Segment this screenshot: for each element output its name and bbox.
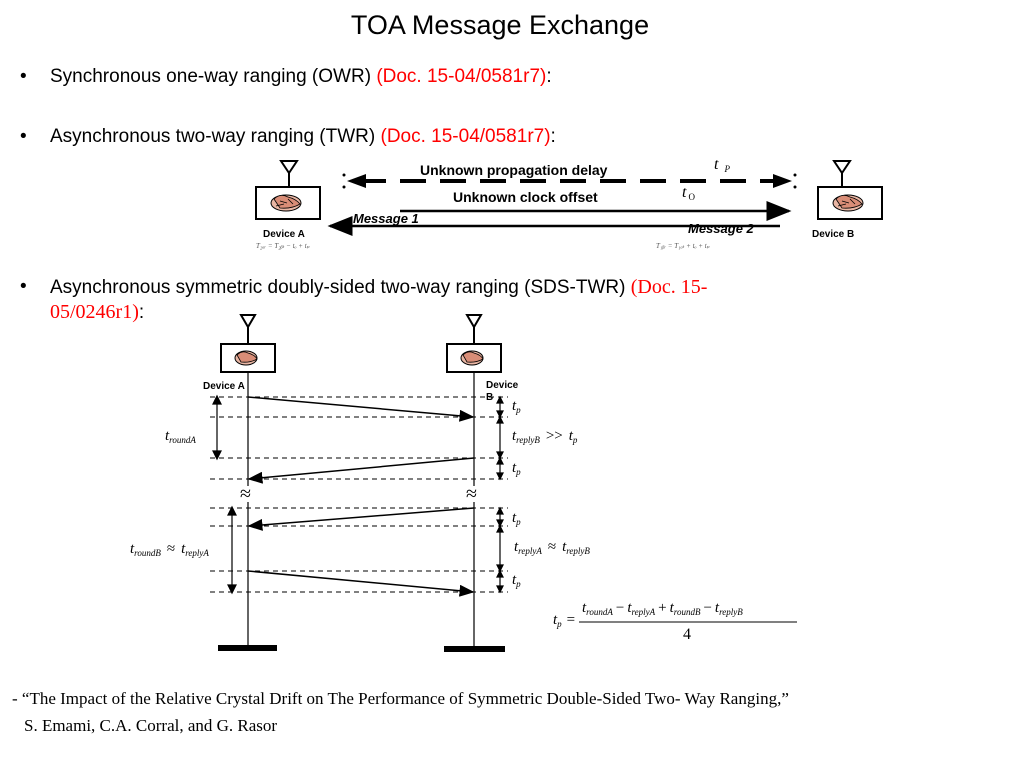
to-t: t [682,184,687,201]
round-b-relation: troundB≈treplyA [130,541,209,558]
device-icon [255,186,321,220]
round-a-label: troundA [165,428,196,445]
break-mark-a: ≈ [240,483,251,505]
dimension-round-a [212,394,222,461]
to-sub: O [688,192,695,202]
dimension-tp-3 [496,506,504,528]
bullet-twr-ref: (Doc. 15-04/0581r7) [380,126,551,147]
bullet-sds-ref-1: (Doc. 15- [630,276,708,298]
message1-label: Message 1 [353,211,419,226]
time-reference-lines [210,396,508,593]
device-icon [446,343,502,373]
slide-title: TOA Message Exchange [350,10,650,40]
bullet-dot: • [20,66,27,87]
bullet-twr-colon: : [550,126,556,147]
tp-label-2: tp [512,460,521,477]
bullet-sds-ref-2: 05/0246r1) [50,301,139,323]
tp-label-1: tp [512,398,521,415]
dimension-reply-a [496,524,504,573]
dimension-round-b [227,505,237,595]
sds-device-a [220,314,276,373]
formula-numerator: troundA−treplyA+troundB−treplyB [582,600,743,617]
bullet-dot: • [20,276,27,297]
device-icon [817,186,883,220]
device-a-label: Device A [263,229,305,240]
dimension-tp-2 [496,456,504,481]
tp-t: t [714,156,719,173]
bullet-owr-ref: (Doc. 15-04/0581r7) [376,66,547,87]
bullet-owr-colon: : [546,66,552,87]
sds-message3-arrow [247,507,475,531]
tp-sub: P [724,164,730,174]
sds-message2-arrow [247,457,475,484]
tp-label-4: tp [512,572,521,589]
dimension-reply-b [496,415,504,460]
tp-label-3: tp [512,510,521,527]
reply-b-relation: treplyB>>tp [512,428,578,445]
sds-message4-arrow [247,570,475,597]
bullet-owr: Synchronous one-way ranging (OWR) (Doc. … [50,66,552,88]
twr-device-a [255,160,321,220]
formula-denominator: 4 [683,626,691,643]
sds-device-b [446,314,502,373]
bullet-sds-text: Asynchronous symmetric doubly-sided two-… [50,277,631,298]
bullet-dot: • [20,126,27,147]
sds-device-b-label: Device B [486,380,519,403]
break-mark-b: ≈ [466,483,477,505]
antenna-icon [833,160,851,188]
footnote-citation: - “The Impact of the Relative Crystal Dr… [12,689,789,708]
bullet-sds-colon: : [138,302,145,323]
bullet-owr-text: Synchronous one-way ranging (OWR) [50,66,377,87]
formula-lhs: tp= [553,612,576,629]
sds-message1-arrow [247,396,475,422]
equation-a: T₂ₐᵣ = T₂ᵦₜ − tₒ + tₚ [256,242,310,250]
propagation-delay-label: Unknown propagation delay [420,162,608,178]
bullet-sds-twr: Asynchronous symmetric doubly-sided two-… [50,276,707,299]
device-b-label: Device B [812,229,855,240]
bullet-twr: Asynchronous two-way ranging (TWR) (Doc.… [50,126,556,148]
bullet-twr-text: Asynchronous two-way ranging (TWR) [50,126,381,147]
footnote-authors: S. Emami, C.A. Corral, and G. Rasor [24,716,278,735]
timeline-b-base [444,646,505,652]
sds-device-a-label: Device A [203,381,245,392]
clock-offset-label: Unknown clock offset [453,189,598,205]
device-icon [220,343,276,373]
bullet-sds-ref-line2: 05/0246r1): [50,301,144,324]
message2-label: Message 2 [688,221,754,236]
dimension-tp-4 [496,569,504,594]
reply-a-relation: treplyA≈treplyB [514,539,590,556]
timeline-a-base [218,645,277,651]
equation-b: T₁ᵦᵣ = T₁ₐₜ + tₒ + tₚ [656,242,710,250]
twr-device-b [817,160,883,220]
antenna-icon [280,160,298,188]
